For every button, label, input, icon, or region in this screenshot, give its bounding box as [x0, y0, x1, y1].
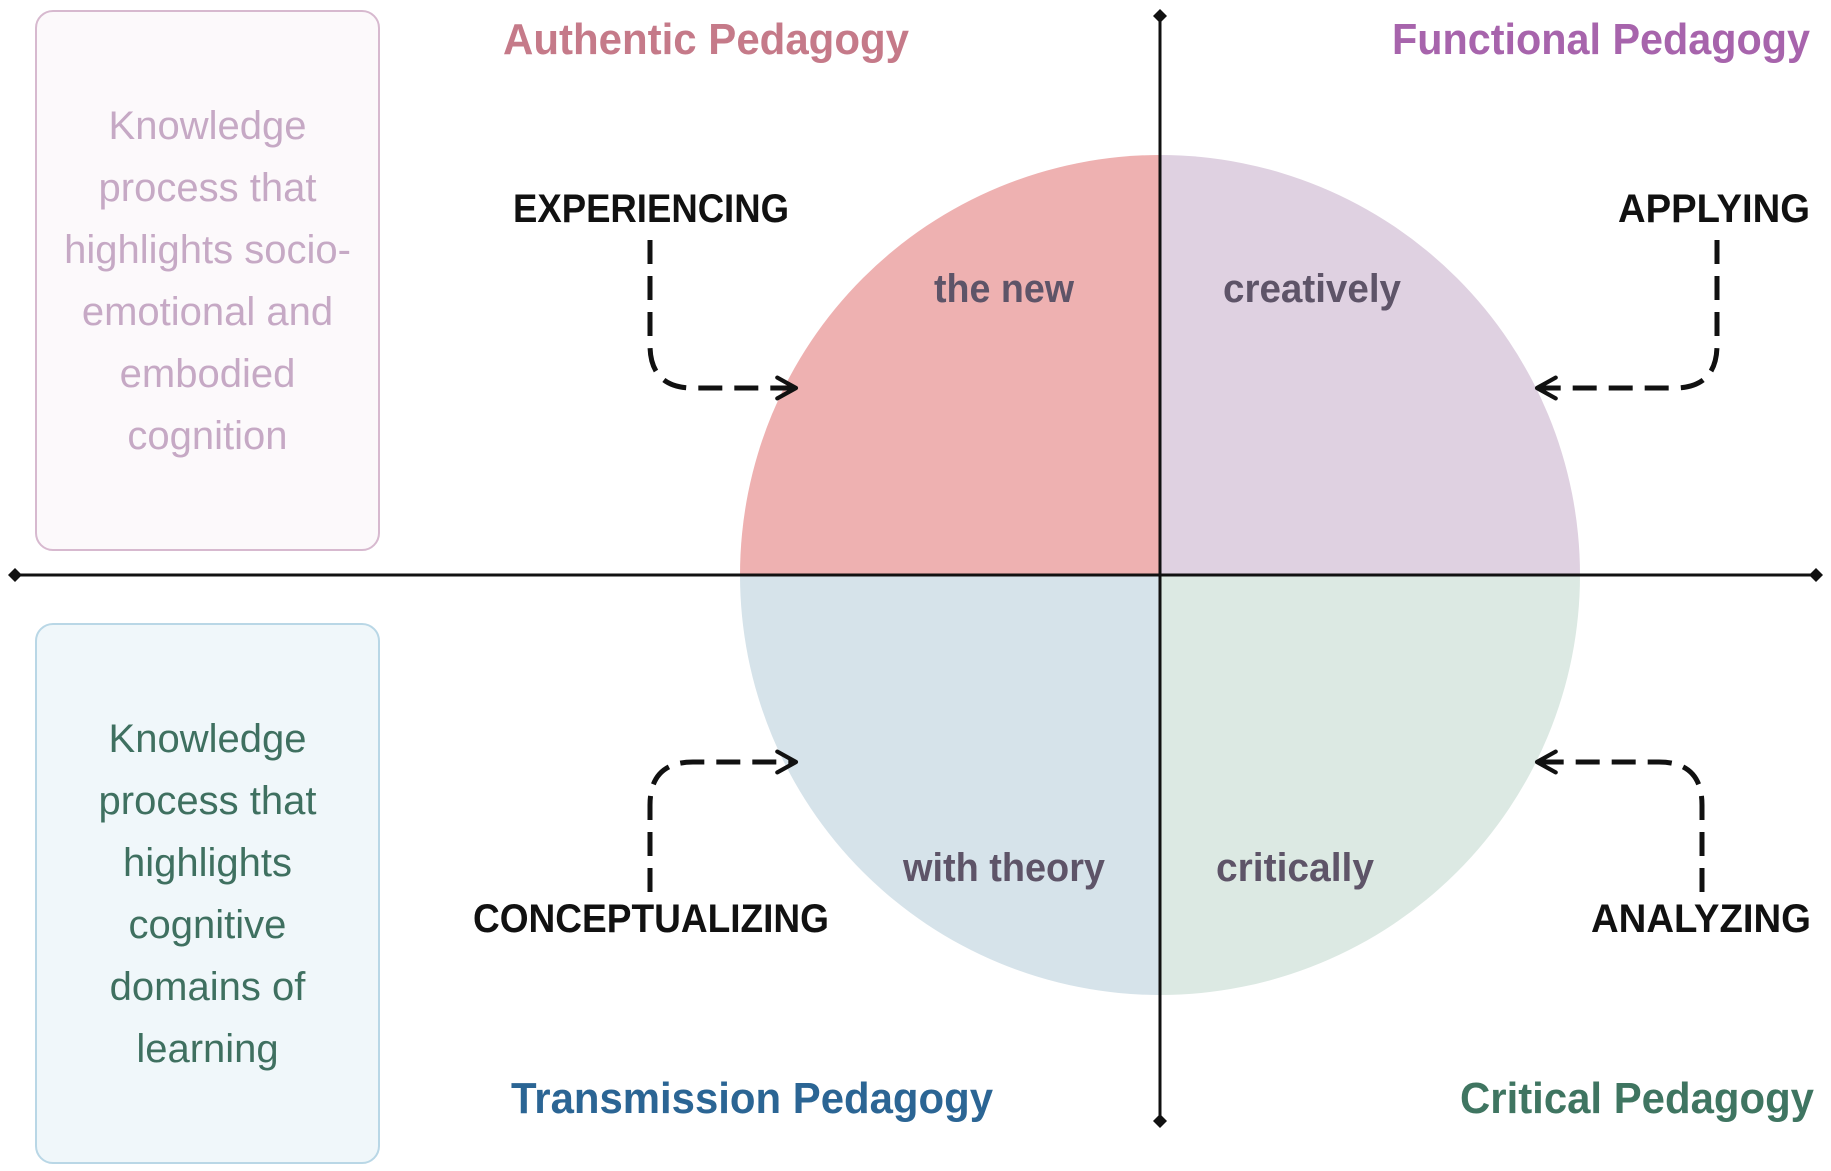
- quadrant-authentic: [740, 155, 1160, 575]
- inner-label-critically: critically: [1216, 846, 1375, 890]
- conceptualizing-label: CONCEPTUALIZING: [473, 897, 829, 941]
- socio-emotional-note-box: Knowledge process that highlights socio-…: [35, 10, 380, 551]
- authentic-pedagogy-title: Authentic Pedagogy: [503, 15, 909, 64]
- applying-label: APPLYING: [1618, 187, 1810, 231]
- critical-pedagogy-title: Critical Pedagogy: [1460, 1074, 1814, 1123]
- inner-label-with-theory: with theory: [902, 846, 1106, 890]
- experiencing-label: EXPERIENCING: [513, 187, 789, 231]
- quadrant-critical: [1160, 575, 1580, 995]
- cognitive-note-box: Knowledge process that highlights cognit…: [35, 623, 380, 1164]
- inner-label-creatively: creatively: [1223, 267, 1402, 311]
- axis-end-bottom: [1153, 1114, 1167, 1128]
- transmission-pedagogy-title: Transmission Pedagogy: [511, 1074, 993, 1123]
- cognitive-note-text: Knowledge process that highlights cognit…: [98, 716, 317, 1071]
- analyzing-label: ANALYZING: [1591, 897, 1811, 941]
- analyzing-arrow: [1534, 749, 1705, 892]
- quadrant-functional: [1160, 155, 1580, 575]
- axis-end-right: [1809, 568, 1823, 582]
- axis-end-top: [1153, 9, 1167, 23]
- inner-label-the-new: the new: [934, 267, 1075, 311]
- applying-arrow: [1534, 240, 1720, 401]
- quadrant-transmission: [740, 575, 1160, 995]
- axis-end-left: [8, 568, 22, 582]
- socio-emotional-note-text: Knowledge process that highlights socio-…: [64, 103, 351, 458]
- experiencing-arrow: [647, 240, 799, 401]
- functional-pedagogy-title: Functional Pedagogy: [1392, 15, 1810, 64]
- conceptualizing-arrow: [647, 749, 799, 892]
